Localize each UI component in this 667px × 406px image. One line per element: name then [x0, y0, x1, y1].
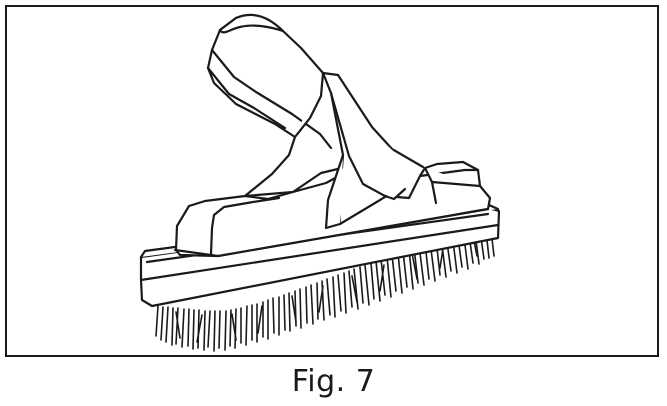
- upholstery-brush-icon: [139, 13, 501, 352]
- figure-caption: Fig. 7: [291, 364, 376, 399]
- tube: [206, 13, 425, 230]
- bristles: [155, 220, 495, 352]
- tube-opening: [218, 13, 285, 34]
